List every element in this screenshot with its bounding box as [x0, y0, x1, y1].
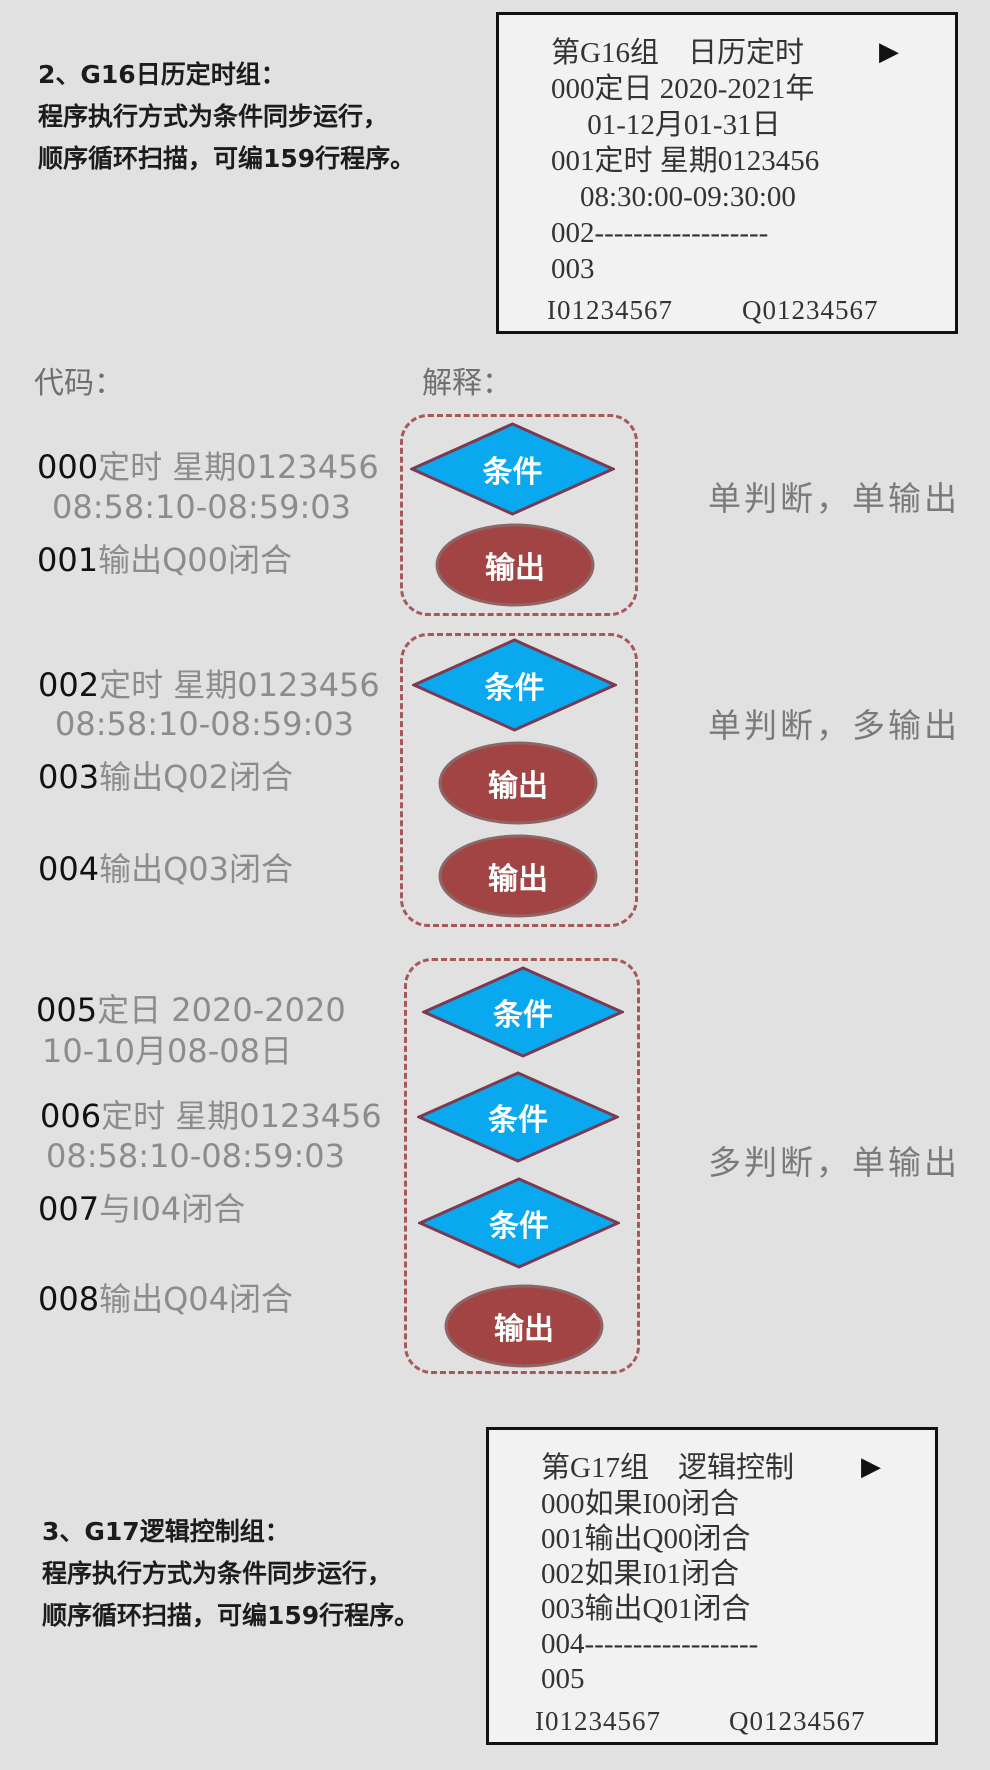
output-label: 输出 [488, 862, 548, 897]
flow-group-1 [400, 414, 638, 616]
line-text: 定时 星期0123456 [98, 448, 379, 486]
line-number: 008 [38, 1280, 100, 1318]
lcd-line: 001定时 星期0123456 [551, 145, 820, 177]
output-ellipse: 输出 [435, 523, 595, 607]
explain-header: 解释： [422, 366, 512, 401]
lcd-line: 003 [551, 253, 595, 285]
lcd-line: 01-12月01-31日 [551, 109, 781, 141]
output-label: 输出 [494, 1312, 554, 1347]
lcd-header: 第G17组 逻辑控制 [541, 1452, 794, 1484]
lcd-line: 002------------------ [551, 217, 769, 249]
condition-diamond: 条件 [422, 966, 624, 1058]
section3-line2: 顺序循环扫描，可编159行程序。 [42, 1601, 420, 1630]
condition-label: 条件 [482, 455, 543, 490]
flow-group-3 [404, 958, 640, 1374]
code-line-006: 006定时 星期0123456 [40, 1097, 382, 1135]
lcd-line: 002如果I01闭合 [541, 1558, 740, 1590]
line-number: 005 [36, 991, 98, 1029]
code-line-001: 001输出Q00闭合 [37, 541, 292, 579]
line-text: 定日 2020-2020 [97, 991, 346, 1029]
flow-group-2 [400, 633, 638, 927]
line-text: 定时 星期0123456 [99, 666, 380, 704]
lcd-input-status: I01234567 [535, 1706, 661, 1736]
code-line-002: 002定时 星期0123456 [38, 666, 380, 704]
group1-note: 单判断，单输出 [708, 479, 960, 518]
condition-diamond: 条件 [417, 1071, 619, 1163]
lcd-line: 005 [541, 1663, 585, 1695]
line-number: 004 [38, 850, 100, 888]
output-ellipse: 输出 [438, 741, 598, 825]
code-line-008: 008输出Q04闭合 [38, 1280, 293, 1318]
code-line-005-date: 10-10月08-08日 [42, 1032, 292, 1070]
section2-line2: 顺序循环扫描，可编159行程序。 [38, 144, 416, 173]
group2-note: 单判断，多输出 [708, 706, 960, 745]
lcd-panel-g16: 第G16组 日历定时 ▶ 000定日 2020-2021年 01-12月01-3… [496, 12, 958, 334]
code-line-002-time: 08:58:10-08:59:03 [55, 705, 354, 743]
code-line-005: 005定日 2020-2020 [36, 991, 346, 1029]
lcd-input-status: I01234567 [547, 295, 673, 325]
section2-description: 2、G16日历定时组： 程序执行方式为条件同步运行， 顺序循环扫描，可编159行… [38, 54, 415, 180]
condition-label: 条件 [489, 1209, 549, 1244]
code-line-004: 004输出Q03闭合 [38, 850, 293, 888]
condition-label: 条件 [488, 1103, 548, 1138]
code-line-003: 003输出Q02闭合 [38, 758, 293, 796]
group3-note: 多判断，单输出 [708, 1143, 960, 1182]
condition-label: 条件 [484, 671, 545, 706]
output-ellipse: 输出 [438, 834, 598, 918]
line-text: 与I04闭合 [99, 1190, 246, 1228]
line-text: 输出Q03闭合 [99, 850, 293, 888]
code-line-000: 000定时 星期0123456 [37, 448, 379, 486]
condition-diamond: 条件 [418, 1177, 620, 1269]
lcd-output-status: Q01234567 [742, 295, 879, 325]
lcd-line: 08:30:00-09:30:00 [551, 181, 796, 213]
line-number: 006 [40, 1097, 102, 1135]
lcd-header: 第G16组 日历定时 [551, 37, 804, 69]
output-label: 输出 [488, 769, 548, 804]
line-number: 007 [38, 1190, 100, 1228]
code-line-000-time: 08:58:10-08:59:03 [52, 488, 351, 526]
line-number: 003 [38, 758, 100, 796]
lcd-panel-g17: 第G17组 逻辑控制 ▶ 000如果I00闭合 001输出Q00闭合 002如果… [486, 1427, 938, 1745]
section3-title: 3、G17逻辑控制组： [42, 1517, 290, 1546]
code-header: 代码： [34, 366, 124, 401]
lcd-line: 000定日 2020-2021年 [551, 73, 815, 105]
condition-label: 条件 [493, 998, 553, 1033]
output-label: 输出 [485, 551, 545, 586]
section2-title: 2、G16日历定时组： [38, 60, 286, 89]
lcd-line: 004------------------ [541, 1628, 759, 1660]
line-number: 002 [38, 666, 100, 704]
line-number: 001 [37, 541, 99, 579]
lcd-line: 003输出Q01闭合 [541, 1593, 751, 1625]
line-text: 定时 星期0123456 [101, 1097, 382, 1135]
lcd-output-status: Q01234567 [729, 1706, 866, 1736]
lcd-line: 000如果I00闭合 [541, 1488, 740, 1520]
section2-line1: 程序执行方式为条件同步运行， [38, 102, 389, 131]
code-line-007: 007与I04闭合 [38, 1190, 245, 1228]
line-text: 输出Q00闭合 [98, 541, 292, 579]
line-number: 000 [37, 448, 99, 486]
play-arrow-icon: ▶ [879, 37, 899, 66]
lcd-line: 001输出Q00闭合 [541, 1523, 751, 1555]
condition-diamond: 条件 [410, 422, 615, 516]
code-line-006-time: 08:58:10-08:59:03 [46, 1137, 345, 1175]
section3-description: 3、G17逻辑控制组： 程序执行方式为条件同步运行， 顺序循环扫描，可编159行… [42, 1511, 419, 1637]
line-text: 输出Q04闭合 [99, 1280, 293, 1318]
condition-diamond: 条件 [412, 638, 617, 732]
output-ellipse: 输出 [444, 1284, 604, 1368]
line-text: 输出Q02闭合 [99, 758, 293, 796]
play-arrow-icon: ▶ [861, 1452, 881, 1481]
section3-line1: 程序执行方式为条件同步运行， [42, 1559, 393, 1588]
